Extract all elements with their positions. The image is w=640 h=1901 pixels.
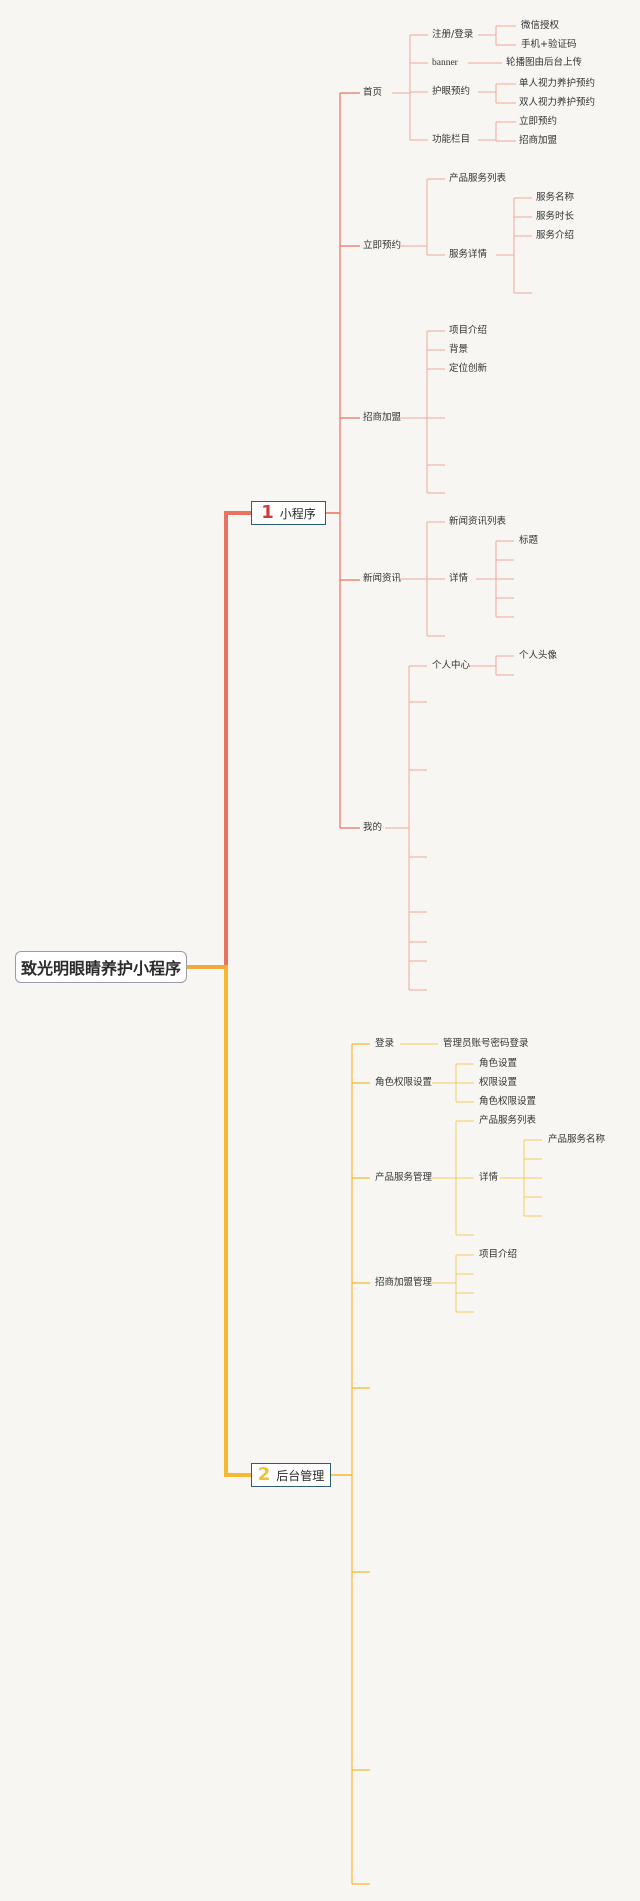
node-service-detail[interactable]: 服务详情 (449, 249, 488, 260)
node-login[interactable]: 登录 (375, 1038, 395, 1049)
node-product-name[interactable]: 产品服务名称 (548, 1134, 606, 1145)
root-node[interactable]: 致光明眼睛养护小程序 (15, 951, 187, 983)
node-news-detail[interactable]: 详情 (449, 573, 469, 584)
node-franchise-mgmt[interactable]: 招商加盟管理 (375, 1277, 433, 1288)
node-positioning[interactable]: 定位创新 (449, 363, 488, 374)
node-role-perm[interactable]: 角色权限设置 (375, 1077, 433, 1088)
node-background[interactable]: 背景 (449, 344, 469, 355)
section-number: 1 (261, 502, 274, 523)
node-service-name[interactable]: 服务名称 (536, 192, 575, 203)
branch-path (187, 965, 251, 1477)
node-func-franchise[interactable]: 招商加盟 (519, 135, 558, 146)
node-perm-set[interactable]: 权限设置 (479, 1077, 518, 1088)
section-mini-program[interactable]: 1 小程序 (251, 501, 326, 525)
node-home[interactable]: 首页 (363, 87, 383, 98)
node-service-intro[interactable]: 服务介绍 (536, 230, 575, 241)
node-func-bar[interactable]: 功能栏目 (432, 134, 471, 145)
node-news[interactable]: 新闻资讯 (363, 573, 402, 584)
section-label: 后台管理 (276, 1468, 325, 1483)
node-role-perm-set[interactable]: 角色权限设置 (479, 1096, 537, 1107)
node-service-duration[interactable]: 服务时长 (536, 211, 575, 222)
node-book-now[interactable]: 立即预约 (363, 240, 402, 251)
node-franchise-project-intro[interactable]: 项目介绍 (479, 1249, 518, 1260)
node-franchise[interactable]: 招商加盟 (363, 412, 402, 423)
section-label: 小程序 (279, 506, 316, 521)
node-register-login[interactable]: 注册/登录 (432, 29, 474, 40)
node-product-list[interactable]: 产品服务列表 (479, 1115, 537, 1126)
node-news-list[interactable]: 新闻资讯列表 (449, 516, 507, 527)
node-phone-code[interactable]: 手机+验证码 (521, 39, 577, 50)
branch-path (187, 511, 251, 969)
node-product-detail[interactable]: 详情 (479, 1172, 499, 1183)
section-number: 2 (257, 1464, 271, 1485)
node-personal-center[interactable]: 个人中心 (432, 660, 471, 671)
node-single-booking[interactable]: 单人视力养护预约 (519, 78, 596, 89)
node-project-intro[interactable]: 项目介绍 (449, 325, 488, 336)
node-admin-login[interactable]: 管理员账号密码登录 (443, 1038, 529, 1049)
node-avatar[interactable]: 个人头像 (519, 650, 558, 661)
node-product-mgmt[interactable]: 产品服务管理 (375, 1172, 433, 1183)
node-mine[interactable]: 我的 (363, 822, 383, 833)
node-banner-upload[interactable]: 轮播图由后台上传 (506, 57, 583, 68)
node-eye-booking[interactable]: 护眼预约 (432, 86, 471, 97)
node-double-booking[interactable]: 双人视力养护预约 (519, 97, 596, 108)
node-banner[interactable]: banner (432, 58, 458, 68)
root-label: 致光明眼睛养护小程序 (20, 959, 181, 978)
node-func-book-now[interactable]: 立即预约 (519, 116, 558, 127)
node-wechat-auth[interactable]: 微信授权 (521, 20, 560, 31)
section-admin[interactable]: 2 后台管理 (251, 1463, 331, 1487)
node-role-set[interactable]: 角色设置 (479, 1058, 518, 1069)
node-news-title[interactable]: 标题 (519, 535, 539, 546)
node-service-list[interactable]: 产品服务列表 (449, 173, 507, 184)
